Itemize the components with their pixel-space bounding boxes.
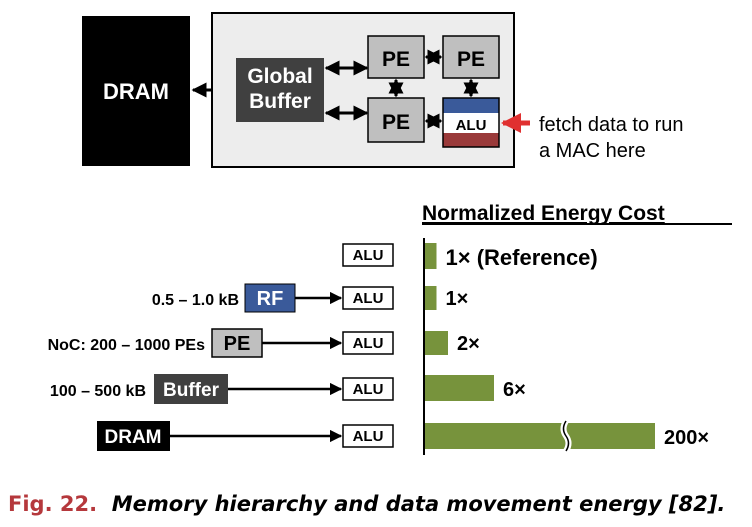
buffer-size-label: 100 – 500 kB (50, 383, 146, 400)
caption-label: Fig. 22. (8, 492, 97, 516)
alu-box-3 (342, 331, 394, 355)
energy-bar-buffer (425, 375, 494, 401)
buffer-source-box-label: Buffer (163, 380, 220, 401)
annotation-line-1: fetch data to run (539, 114, 684, 136)
chart-title: Normalized Energy Cost (422, 202, 665, 225)
alu-box-5-label: ALU (353, 428, 384, 445)
energy-bar-dram (425, 423, 655, 449)
global-buffer-label-1: Global (247, 65, 312, 88)
top-alu-label: ALU (456, 117, 487, 134)
global-buffer-label-2: Buffer (249, 90, 311, 113)
pe-block-3-label: PE (382, 111, 410, 134)
noc-label: NoC: 200 – 1000 PEs (48, 337, 206, 354)
energy-bar-rf (425, 286, 437, 310)
alu-box-2-label: ALU (353, 290, 384, 307)
rf-size-label: 0.5 – 1.0 kB (152, 292, 239, 309)
pe-block-1 (367, 35, 425, 79)
value-label-buffer: 6× (503, 379, 526, 401)
dram-source-box (97, 421, 170, 451)
dram-block-label: DRAM (103, 79, 169, 104)
alu-box-4-label: ALU (353, 381, 384, 398)
value-label-dram: 200× (664, 427, 709, 449)
alu-box-2 (342, 286, 394, 310)
caption-text: Memory hierarchy and data movement energ… (112, 492, 726, 516)
alu-box-5 (342, 424, 394, 448)
pe-block-3 (367, 97, 425, 143)
pe-source-box-label: PE (224, 333, 251, 355)
figure-caption: Fig. 22. Memory hierarchy and data movem… (8, 492, 725, 516)
value-label-alu: 1× (Reference) (446, 245, 598, 270)
pe-with-alu-block (442, 97, 500, 148)
pe-block-2 (442, 35, 500, 79)
buffer-source-box (154, 374, 228, 404)
alu-box-1-label: ALU (353, 247, 384, 264)
pe-block-2-label: PE (457, 48, 485, 71)
dram-block (82, 16, 190, 166)
value-label-rf: 1× (446, 288, 469, 310)
pe-block-1-label: PE (382, 48, 410, 71)
axis-break-mark (560, 419, 572, 453)
rf-box-label: RF (257, 288, 284, 310)
alu-box-4 (342, 377, 394, 401)
alu-box-3-label: ALU (353, 335, 384, 352)
value-label-pe: 2× (457, 333, 480, 355)
global-buffer-block (236, 58, 324, 122)
energy-bar-pe (425, 331, 448, 355)
energy-bar-alu (425, 243, 437, 269)
alu-box-1 (342, 243, 394, 267)
dram-source-box-label: DRAM (105, 427, 162, 448)
pe-source-box (211, 328, 263, 358)
annotation-line-2: a MAC here (539, 140, 646, 162)
